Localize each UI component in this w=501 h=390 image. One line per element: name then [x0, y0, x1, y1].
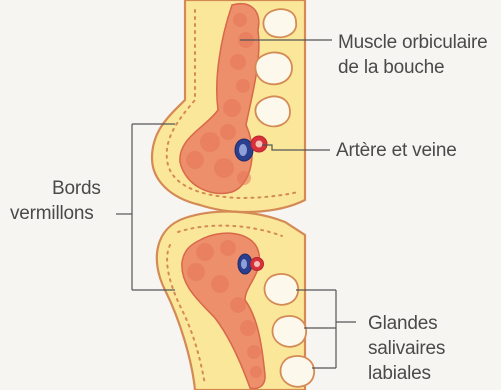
label-salivary-glands-line2: salivaires: [368, 336, 445, 361]
gland: [255, 52, 292, 84]
label-salivary-glands-line1: Glandes: [368, 311, 437, 336]
label-artery-and-vein: Artère et veine: [336, 138, 457, 163]
label-salivary-glands-line3: labiales: [368, 361, 431, 386]
gland: [265, 274, 299, 305]
label-vermilion-borders-line1: Bords: [52, 176, 101, 201]
gland: [255, 96, 290, 126]
label-muscle-orbicularis-line1: Muscle orbiculaire: [338, 30, 488, 55]
gland: [281, 356, 315, 387]
label-vermilion-borders-line2: vermillons: [10, 201, 94, 226]
label-muscle-orbicularis-line2: de la bouche: [338, 55, 444, 80]
gland: [273, 316, 307, 347]
gland: [263, 9, 296, 37]
